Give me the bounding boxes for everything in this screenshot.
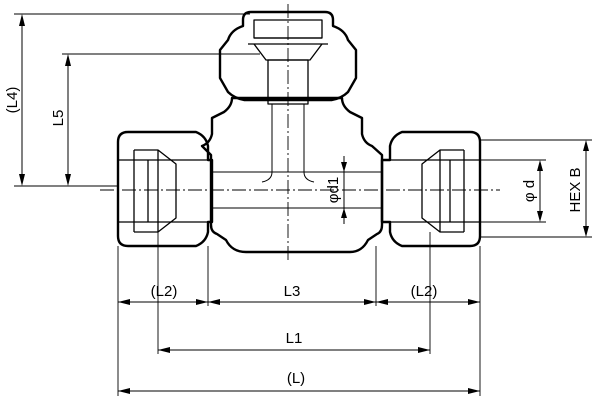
label-L: (L) [287, 370, 305, 387]
dim-L4 [19, 14, 25, 186]
label-L5: L5 [50, 110, 67, 127]
label-hex: HEX B [567, 167, 584, 212]
label-d1: φd1 [325, 177, 342, 203]
label-L3: L3 [284, 283, 301, 300]
dim-L5 [65, 54, 71, 186]
dim-L [118, 388, 480, 394]
dim-L1 [158, 347, 430, 353]
extension-lines [14, 13, 592, 396]
run-bore [212, 171, 382, 209]
branch-bore [261, 104, 315, 183]
dim-L2-L3-L2 [118, 299, 480, 305]
label-L2-left: (L2) [151, 283, 178, 300]
right-nut [380, 130, 482, 248]
label-d: φ d [521, 180, 538, 202]
dim-hex [583, 140, 589, 237]
label-L4: (L4) [4, 87, 21, 114]
left-nut [116, 130, 214, 248]
dim-d1 [341, 156, 347, 224]
center-lines [100, 4, 500, 260]
label-L2-right: (L2) [411, 283, 438, 300]
tee-body [200, 96, 384, 254]
dim-d [537, 160, 543, 222]
label-L1: L1 [286, 330, 303, 347]
